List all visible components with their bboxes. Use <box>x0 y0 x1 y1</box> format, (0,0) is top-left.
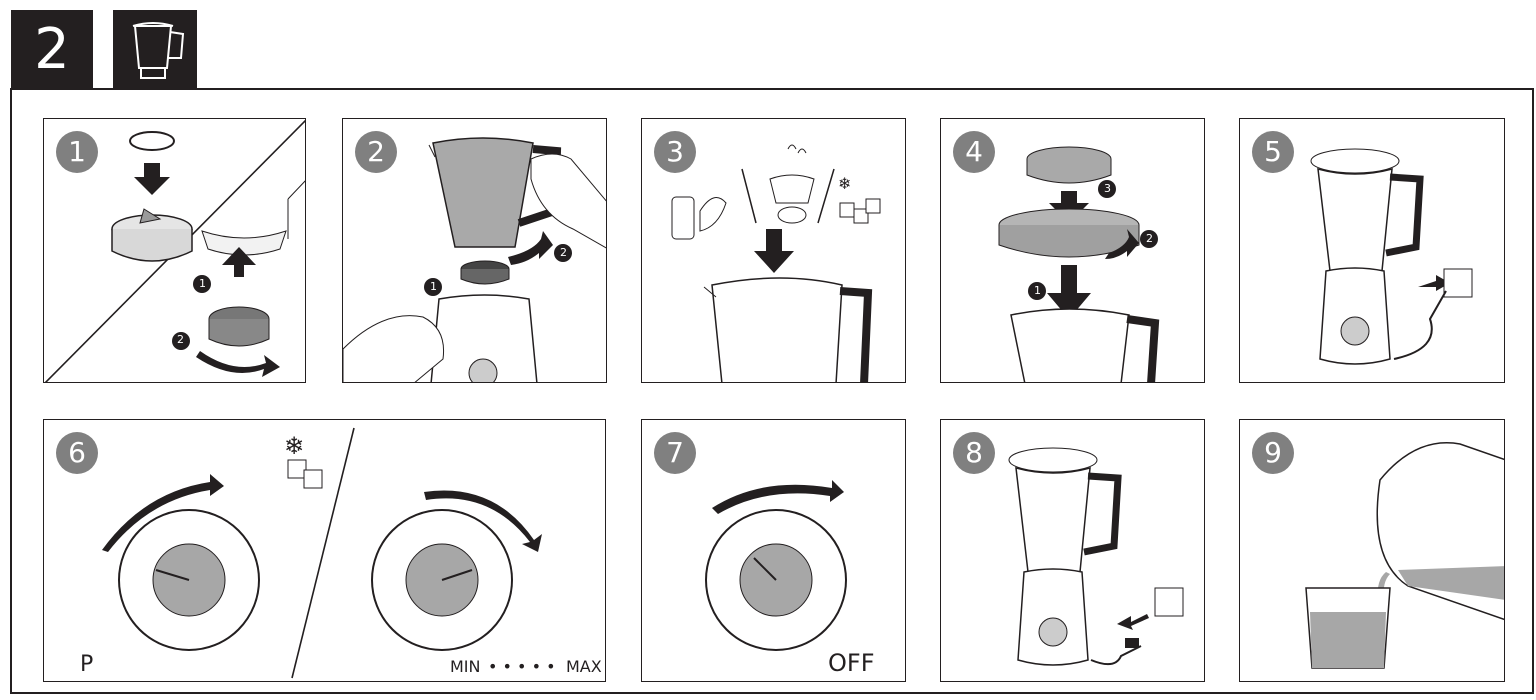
step-4-number: 4 <box>953 131 995 173</box>
section-number-tab: 2 <box>11 10 93 90</box>
step-6-dots: • • • • • • <box>488 657 566 677</box>
step-9-panel: 9 <box>1239 419 1505 682</box>
step-4-callout-1: 1 <box>1034 284 1042 298</box>
step-6-left-label: P <box>80 653 100 677</box>
step-6-number: 6 <box>56 432 98 474</box>
step-8-panel: 8 <box>940 419 1205 682</box>
step-2-callout-2: 2 <box>560 246 568 260</box>
step-1-callout-2: 2 <box>177 333 185 347</box>
step-3-panel: ❄ 3 <box>641 118 906 383</box>
step-5-panel: 5 <box>1239 118 1505 383</box>
step-7-panel: 7 OFF <box>641 419 906 682</box>
step-2-number: 2 <box>355 131 397 173</box>
svg-text:❄: ❄ <box>284 432 304 460</box>
svg-text:❄: ❄ <box>838 174 851 193</box>
step-4-callout-3: 3 <box>1104 182 1112 196</box>
step-3-number: 3 <box>654 131 696 173</box>
step-7-label: OFF <box>828 649 886 677</box>
step-2-panel: 2 1 2 <box>342 118 607 383</box>
step-8-number: 8 <box>953 432 995 474</box>
step-6-min-label: MIN <box>450 657 488 677</box>
step-1-callout-1: 1 <box>199 277 207 291</box>
step-5-number: 5 <box>1252 131 1294 173</box>
step-6-max-label: MAX <box>566 657 602 677</box>
step-2-callout-1: 1 <box>430 280 438 294</box>
section-icon-tab <box>113 10 197 90</box>
step-7-number: 7 <box>654 432 696 474</box>
step-4-panel: 4 1 2 3 <box>940 118 1205 383</box>
step-9-number: 9 <box>1252 432 1294 474</box>
section-number: 2 <box>34 17 70 82</box>
blender-jar-icon <box>113 10 197 90</box>
step-6-panel: ❄ 6 P MIN • • • • • • MAX <box>43 419 606 682</box>
step-1-panel: 1 1 2 <box>43 118 306 383</box>
step-4-callout-2: 2 <box>1146 232 1154 246</box>
step-1-number: 1 <box>56 131 98 173</box>
